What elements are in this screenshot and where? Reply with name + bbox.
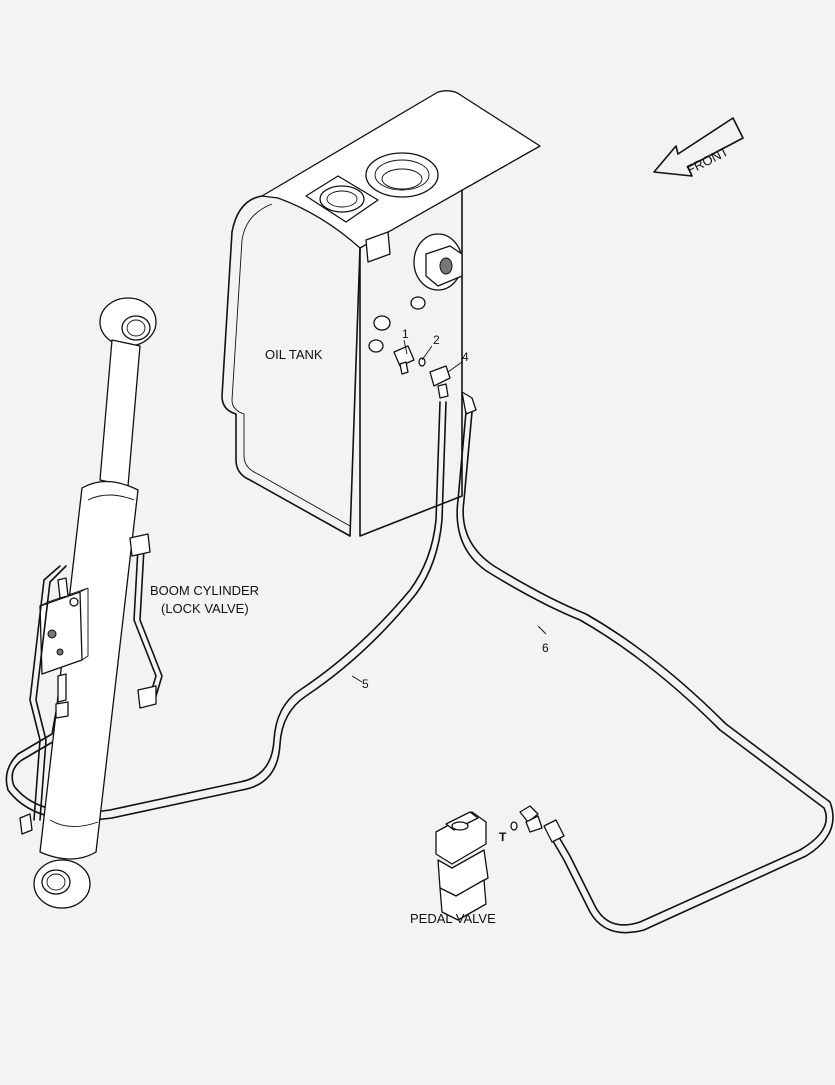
pedal-valve-label: PEDAL VALVE bbox=[410, 911, 496, 926]
lock-valve-label: (LOCK VALVE) bbox=[161, 601, 249, 616]
port-t-label: T bbox=[499, 830, 507, 844]
tank-side-port bbox=[413, 233, 463, 291]
oil-tank: OIL TANK bbox=[221, 90, 541, 537]
tank-square-flange bbox=[305, 175, 379, 223]
hose-6: 6 bbox=[456, 411, 834, 934]
front-arrow: FRONT bbox=[653, 117, 744, 178]
callout-4: 4 bbox=[462, 350, 469, 364]
front-label: FRONT bbox=[684, 144, 731, 178]
callout-1: 1 bbox=[402, 327, 409, 341]
callout-2: 2 bbox=[433, 333, 440, 347]
hose-5: 5 bbox=[5, 401, 447, 821]
callout-5: 5 bbox=[362, 677, 369, 691]
tank-fittings: 1 2 4 bbox=[393, 327, 477, 415]
tank-round-flange bbox=[365, 152, 439, 198]
oil-tank-label: OIL TANK bbox=[265, 347, 323, 362]
callout-6: 6 bbox=[542, 641, 549, 655]
pedal-valve: T PEDAL VALVE bbox=[410, 805, 565, 926]
boom-cylinder-label: BOOM CYLINDER bbox=[150, 583, 259, 598]
boom-cylinder: BOOM CYLINDER (LOCK VALVE) bbox=[19, 297, 259, 909]
lock-valve bbox=[39, 577, 89, 719]
